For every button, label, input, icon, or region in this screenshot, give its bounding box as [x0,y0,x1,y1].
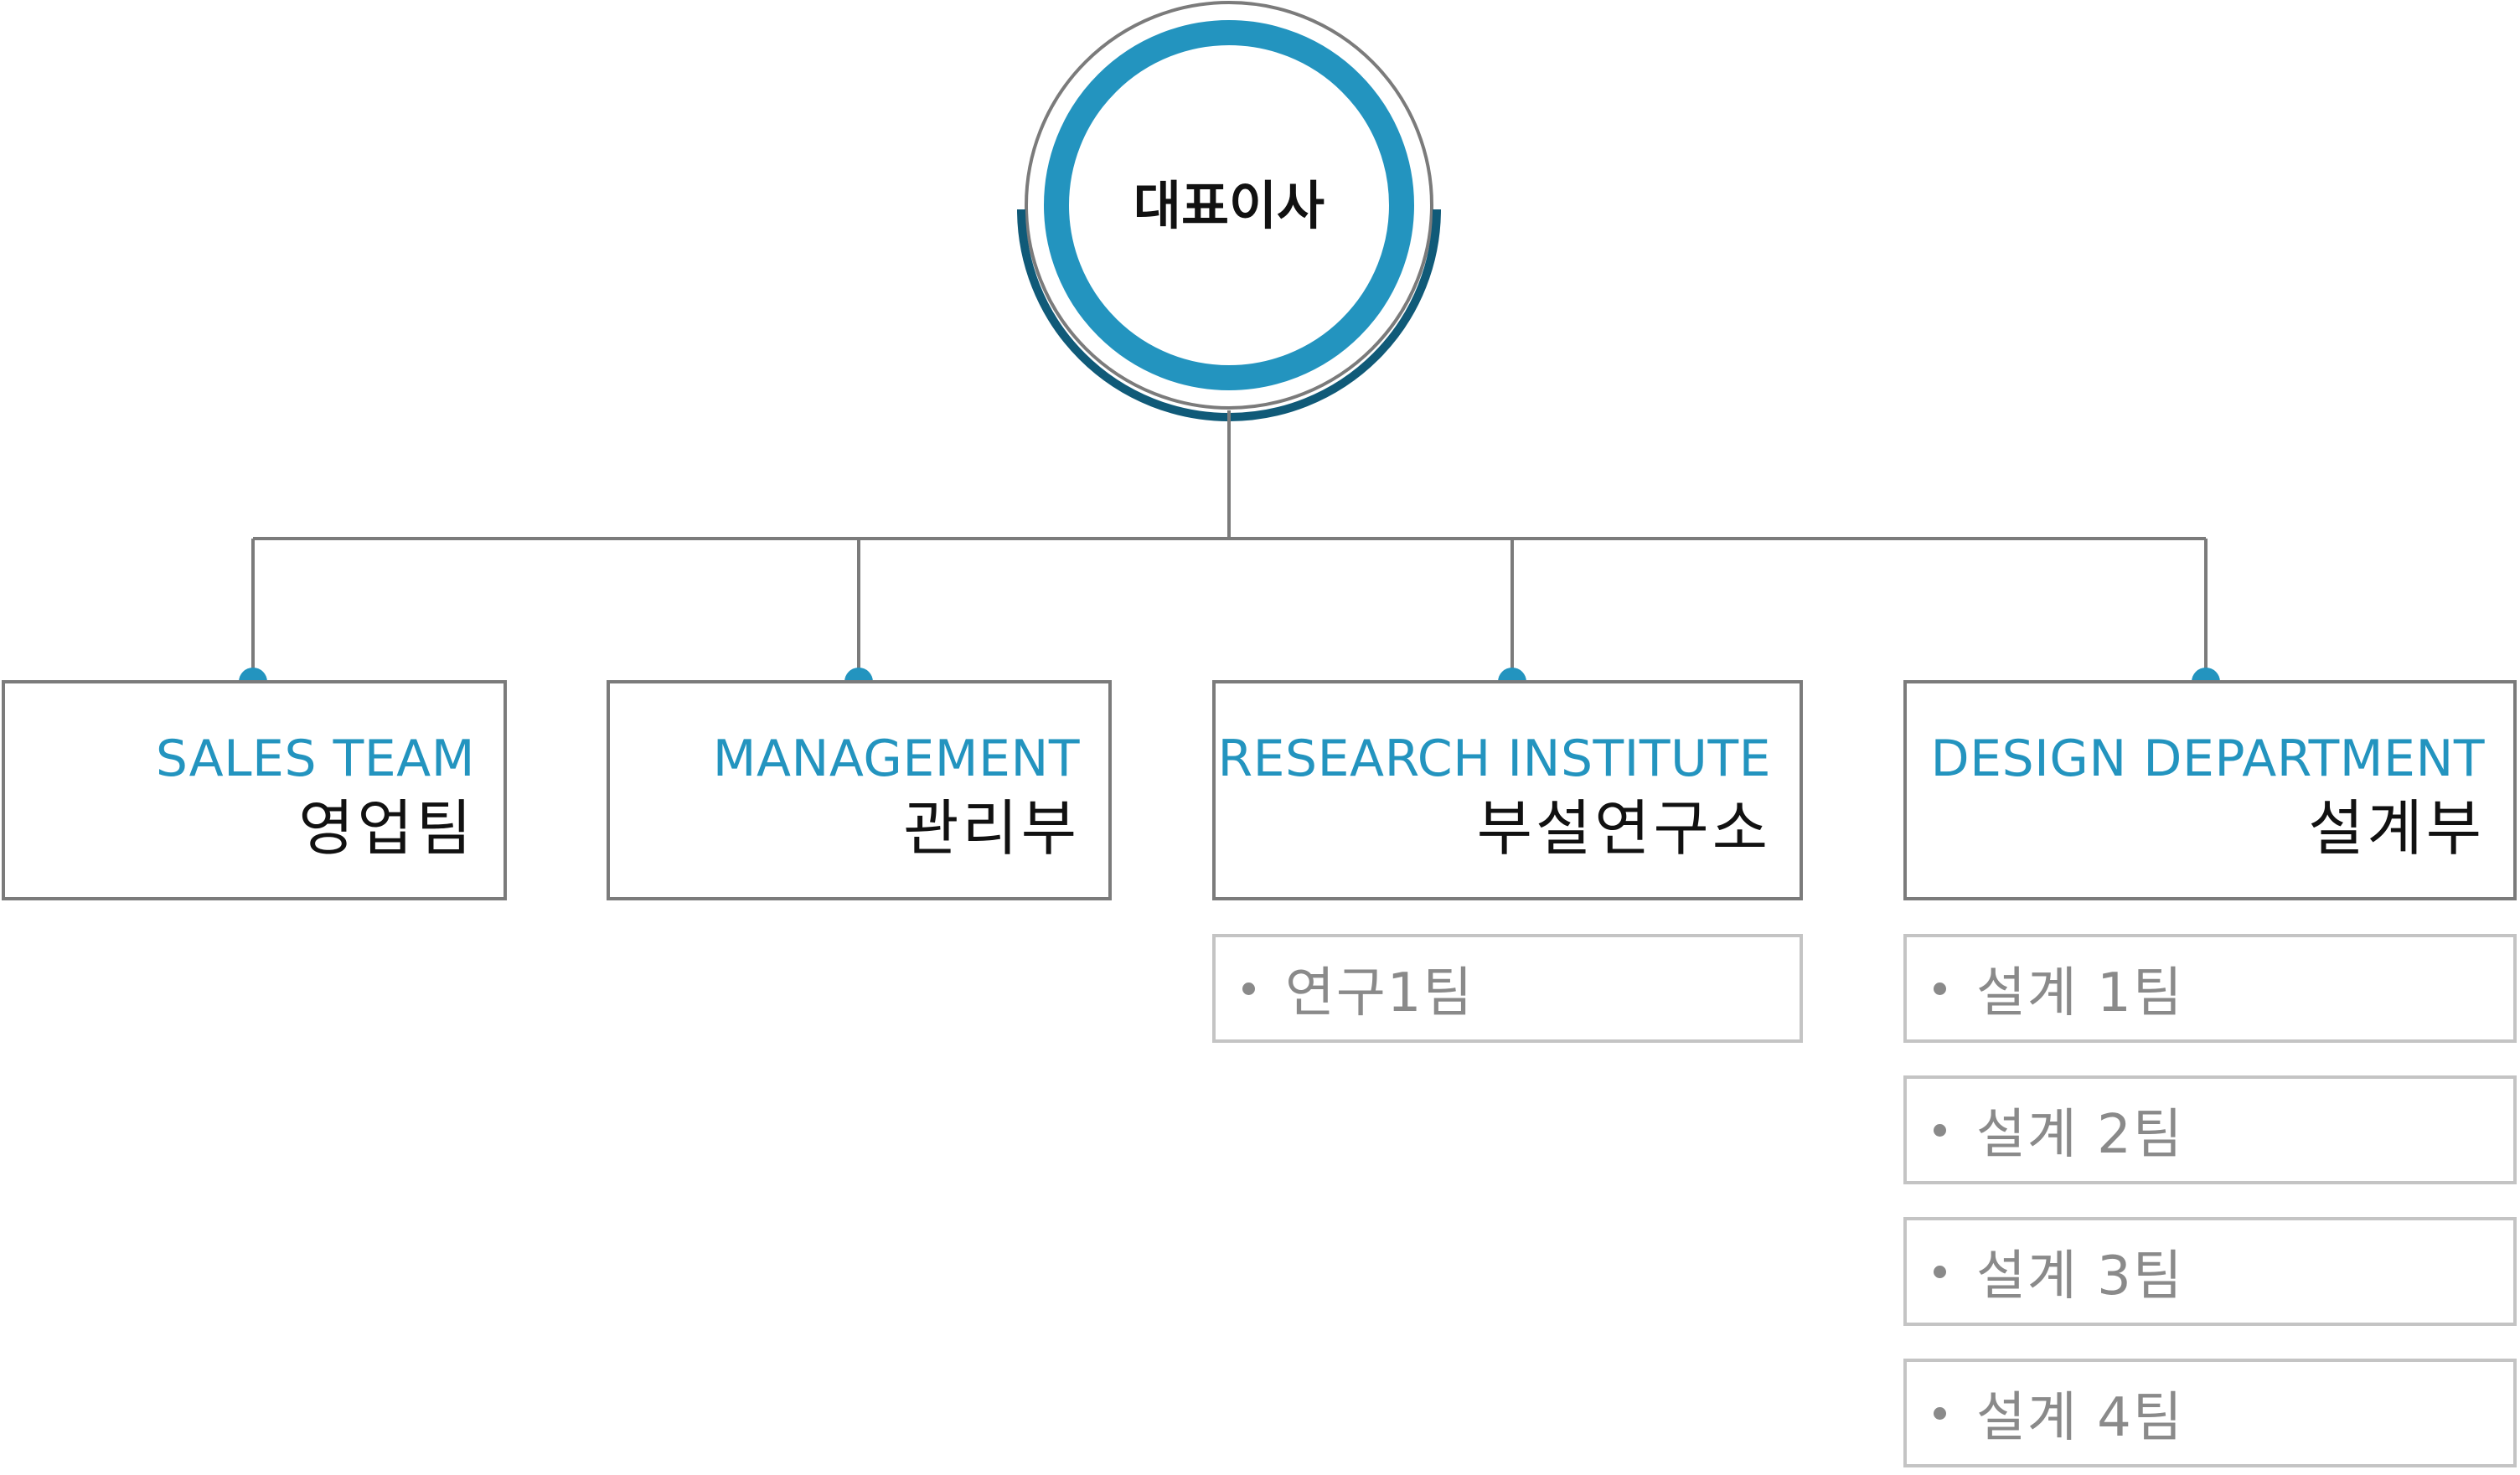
ceo-outer-ring [1025,1,1433,410]
dept-name-en: DESIGN DEPARTMENT [1930,730,2485,788]
dept-name-en: SALES TEAM [155,730,475,788]
dept-box-management[interactable]: MANAGEMENT 관리부 [607,680,1112,900]
subteam-design-4[interactable]: 설계 4팀 [1903,1359,2517,1467]
subteam-label: 연구1팀 [1285,962,1474,1024]
dept-name-ko: 영업팀 [298,793,475,864]
ceo-blue-ring [1044,20,1414,390]
bullet-icon [1934,1406,1946,1420]
subteam-research-1[interactable]: 연구1팀 [1212,934,1803,1043]
subteam-design-1[interactable]: 설계 1팀 [1903,934,2517,1043]
dept-name-en: RESEARCH INSTITUTE [1217,730,1771,788]
subteam-label: 설계 1팀 [1976,962,2184,1024]
dept-name-ko: 설계부 [2308,793,2485,864]
dept-name-ko: 부설연구소 [1476,793,1771,864]
dept-name-en: MANAGEMENT [712,730,1080,788]
subteam-label: 설계 2팀 [1976,1104,2184,1166]
subteam-label: 설계 4팀 [1976,1387,2184,1449]
dept-name-ko: 관리부 [903,793,1080,864]
ceo-node-label: 대표이사 [1133,175,1325,236]
dept-box-research[interactable]: RESEARCH INSTITUTE 부설연구소 [1212,680,1803,900]
dept-box-sales[interactable]: SALES TEAM 영업팀 [2,680,507,900]
subteam-design-3[interactable]: 설계 3팀 [1903,1217,2517,1326]
subteam-design-2[interactable]: 설계 2팀 [1903,1075,2517,1184]
bullet-icon [1934,1265,1946,1278]
bullet-icon [1934,1123,1946,1137]
dept-box-design[interactable]: DESIGN DEPARTMENT 설계부 [1903,680,2517,900]
subteam-label: 설계 3팀 [1976,1245,2184,1307]
bullet-icon [1934,982,1946,995]
bullet-icon [1242,982,1255,995]
